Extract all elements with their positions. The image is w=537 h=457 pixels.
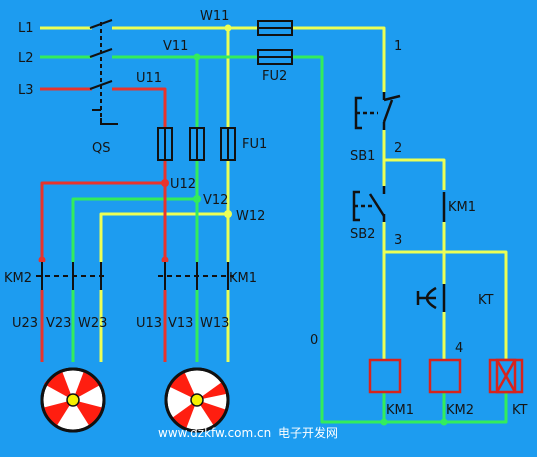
label-node-4: 4	[455, 341, 463, 356]
coils	[368, 358, 524, 394]
phase-l2-wires	[40, 55, 508, 424]
label-node-1: 1	[394, 39, 402, 54]
junction-km1-u	[161, 256, 169, 264]
label-km2-coil: KM2	[446, 403, 474, 418]
watermark-site: 电子开发网	[278, 425, 338, 440]
label-v11: V11	[163, 39, 188, 54]
km2-main-contacts	[36, 262, 108, 290]
label-fu1: FU1	[242, 137, 267, 152]
three-phase-motor-icon	[40, 367, 106, 433]
labels: L1 L2 L3 W11 V11 U11 QS FU1 FU2 U12 V12 …	[4, 9, 528, 418]
label-u23: U23	[12, 316, 38, 331]
watermark-url: www.dzkfw.com.cn	[158, 426, 271, 440]
label-u11: U11	[136, 71, 162, 86]
junction-w12	[224, 210, 232, 218]
fu1-fuses	[157, 127, 236, 161]
qs-switch	[89, 19, 118, 125]
junction-v12	[193, 195, 201, 203]
label-w12: W12	[236, 209, 265, 224]
label-kt-coil: KT	[512, 403, 528, 418]
junction-dots	[38, 24, 448, 426]
junction-v11	[193, 53, 201, 61]
label-w23: W23	[78, 316, 107, 331]
label-v23: V23	[46, 316, 71, 331]
junction-w11	[224, 24, 232, 32]
label-sb1: SB1	[350, 149, 375, 164]
label-km1-contacts: KM1	[229, 271, 257, 286]
label-kt-contact: KT	[478, 293, 494, 308]
coil-km1	[368, 358, 402, 394]
sb1-stop-button	[354, 92, 401, 130]
label-v12: V12	[203, 193, 228, 208]
label-sb2: SB2	[350, 227, 375, 242]
junction-km2-coil	[440, 418, 448, 426]
watermark: www.dzkfw.com.cn 电子开发网	[158, 425, 338, 440]
label-km1-aux: KM1	[448, 200, 476, 215]
label-u12: U12	[170, 177, 196, 192]
label-node-2: 2	[394, 141, 402, 156]
label-fu2: FU2	[262, 69, 287, 84]
label-km2-contacts: KM2	[4, 271, 32, 286]
label-w11: W11	[200, 9, 229, 24]
km1-main-contacts	[158, 262, 234, 290]
junction-u12	[161, 179, 169, 187]
label-l3: L3	[18, 83, 34, 98]
junction-km2-u	[38, 256, 46, 264]
label-u13: U13	[136, 316, 162, 331]
coil-km2	[428, 358, 462, 394]
label-km1-coil: KM1	[386, 403, 414, 418]
junction-km1-coil	[380, 418, 388, 426]
sb2-start-button	[352, 186, 387, 222]
label-l2: L2	[18, 51, 34, 66]
fu2-fuses	[257, 20, 293, 65]
kt-delay-contact	[416, 284, 447, 312]
phase-l1-wires	[40, 26, 508, 362]
label-node-3: 3	[394, 233, 402, 248]
label-qs: QS	[92, 141, 110, 156]
label-w13: W13	[200, 316, 229, 331]
phase-l3-wires	[40, 87, 167, 362]
label-l1: L1	[18, 21, 34, 36]
label-node-0: 0	[310, 333, 318, 348]
three-phase-motor-icon	[164, 367, 230, 433]
label-v13: V13	[168, 316, 193, 331]
